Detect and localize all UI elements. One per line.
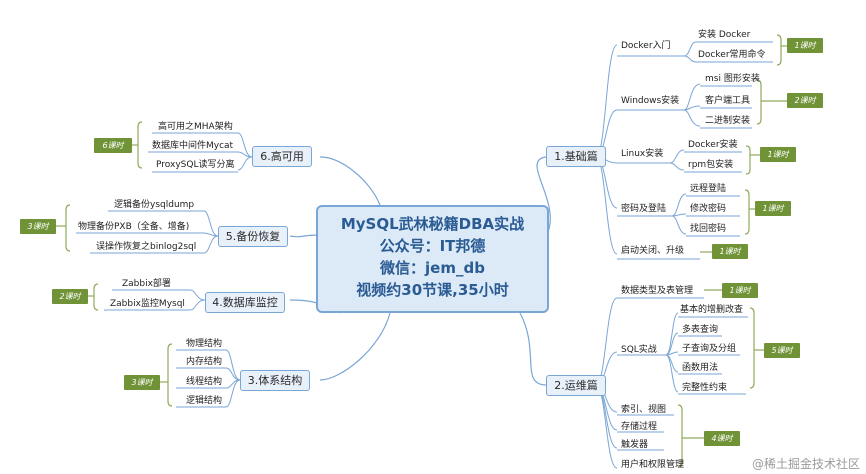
node-windows-install: Windows安装 <box>621 96 680 106</box>
node-triggers: 触发器 <box>621 440 649 450</box>
node-linux-install: Linux安装 <box>621 149 664 159</box>
node-startup-upgrade: 启动关闭、升级 <box>621 246 685 256</box>
node-remote-login: 远程登陆 <box>690 184 727 194</box>
central-wechat-account: 公众号：IT邦德 <box>379 237 486 255</box>
node-client-tools: 客户端工具 <box>705 96 751 106</box>
node-change-password: 修改密码 <box>690 204 727 214</box>
node-zabbix-mysql: Zabbix监控Mysql <box>110 299 185 309</box>
badge-ha: 6课时 <box>94 138 132 153</box>
node-msi-install: msi 图形安装 <box>705 74 760 84</box>
branch-arch <box>319 312 391 381</box>
node-mycat: 数据库中间件Mycat <box>152 141 234 151</box>
node-crud: 基本的增删改查 <box>680 305 744 315</box>
central-title: MySQL武林秘籍DBA实战 <box>340 215 525 233</box>
badge-arch: 3课时 <box>124 375 160 390</box>
node-logical-backup: 逻辑备份ysqldump <box>114 200 195 210</box>
node-logical-structure: 逻辑结构 <box>186 396 223 406</box>
node-install-docker: 安装 Docker <box>698 30 751 40</box>
branch-basics <box>536 156 551 233</box>
node-user-privileges: 用户和权限管理 <box>621 460 685 470</box>
node-recover-password: 找回密码 <box>690 224 727 234</box>
badge-docker: 1课时 <box>787 38 823 53</box>
branch-backup <box>289 234 319 238</box>
branch-ops <box>519 312 547 386</box>
basics-branches <box>595 41 773 260</box>
node-docker-intro: Docker入门 <box>621 41 671 51</box>
node-password-login: 密码及登陆 <box>621 204 667 214</box>
badge-startup: 1课时 <box>712 244 748 259</box>
branch-ha <box>319 156 381 206</box>
node-index-view: 索引、视图 <box>621 405 667 415</box>
node-functions: 函数用法 <box>682 363 719 373</box>
central-course-summary: 视频约30节课,35小时 <box>356 281 509 299</box>
node-zabbix-deploy: Zabbix部署 <box>122 279 171 289</box>
node-physical-structure: 物理结构 <box>186 339 223 349</box>
topic-arch[interactable]: 3.体系结构 <box>240 370 310 391</box>
badge-password: 1课时 <box>755 201 791 216</box>
topic-monitor[interactable]: 4.数据库监控 <box>205 292 285 313</box>
node-sql-practice: SQL实战 <box>621 345 657 355</box>
badge-linux: 1课时 <box>760 147 796 162</box>
watermark: @稀土掘金技术社区 <box>751 457 860 471</box>
topic-ops[interactable]: 2.运维篇 <box>546 375 606 396</box>
node-memory-structure: 内存结构 <box>186 357 223 367</box>
ops-branches <box>595 297 748 469</box>
badge-datatypes: 1课时 <box>722 283 758 298</box>
badge-sql: 5课时 <box>764 343 800 358</box>
node-thread-structure: 线程结构 <box>186 377 223 387</box>
central-wechat-id: 微信：jem_db <box>380 259 485 277</box>
node-docker-commands: Docker常用命令 <box>698 50 766 60</box>
central-topic: MySQL武林秘籍DBA实战 公众号：IT邦德 微信：jem_db 视频约30节… <box>316 205 549 313</box>
node-proxysql: ProxySQL读写分离 <box>156 160 235 170</box>
node-binary-install: 二进制安装 <box>705 116 751 126</box>
badge-ops-others: 4课时 <box>704 431 740 446</box>
node-mha: 高可用之MHA架构 <box>158 122 233 132</box>
topic-ha[interactable]: 6.高可用 <box>252 146 312 167</box>
node-procedures: 存储过程 <box>621 422 658 432</box>
node-docker-install: Docker安装 <box>688 140 738 150</box>
node-datatypes: 数据类型及表管理 <box>621 286 694 296</box>
topic-basics[interactable]: 1.基础篇 <box>546 146 606 167</box>
badge-monitor: 2课时 <box>52 289 88 304</box>
left-branches <box>76 132 253 408</box>
course-brackets <box>56 34 787 468</box>
topic-backup[interactable]: 5.备份恢复 <box>218 226 288 247</box>
node-rpm-install: rpm包安装 <box>688 160 734 170</box>
badge-windows: 2课时 <box>787 93 823 108</box>
node-physical-backup: 物理备份PXB（全备、增备) <box>78 222 190 232</box>
badge-backup: 3课时 <box>20 219 56 234</box>
node-constraints: 完整性约束 <box>682 383 728 393</box>
node-multi-table: 多表查询 <box>682 325 719 335</box>
node-subquery: 子查询及分组 <box>682 344 737 354</box>
node-binlog2sql: 误操作恢复之binlog2sql <box>96 242 197 252</box>
